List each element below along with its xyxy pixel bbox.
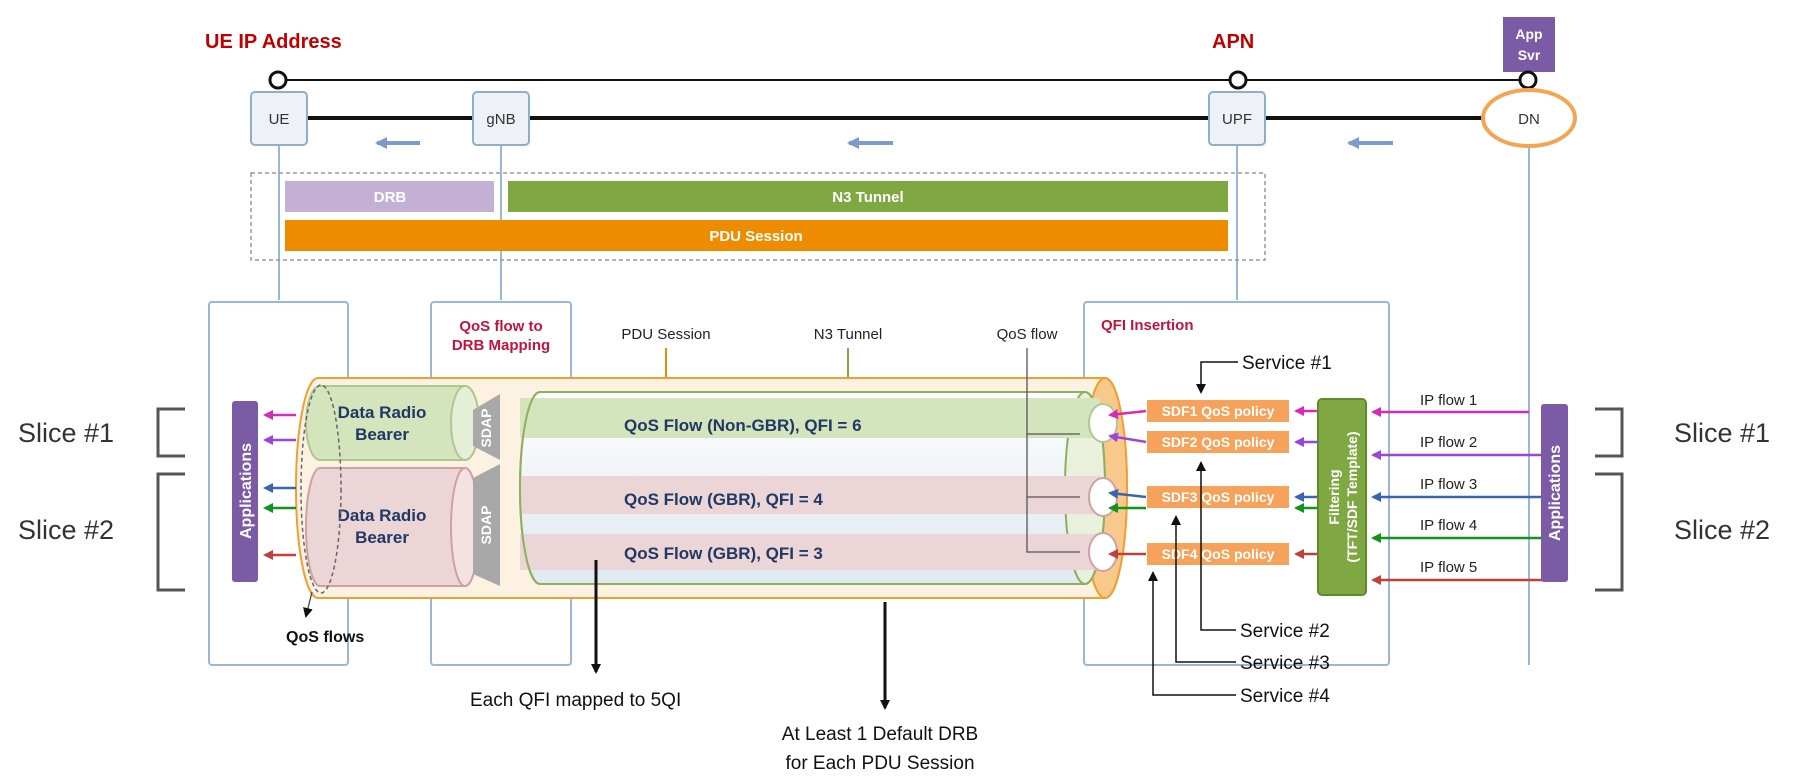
default-drb-note-1: At Least 1 Default DRB [782, 724, 978, 745]
qfi-mapping-note: Each QFI mapped to 5QI [470, 690, 681, 711]
qos-flow-band-1 [520, 398, 1100, 438]
slice-2-label-right: Slice #2 [1674, 515, 1770, 545]
n3-tunnel-bar-label: N3 Tunnel [832, 189, 903, 206]
gnb-node [472, 91, 530, 146]
slice-1-label-left: Slice #1 [18, 418, 114, 448]
app-server-endpoint [1518, 70, 1538, 90]
qos-flow-end-2 [1088, 477, 1118, 517]
service-3-label: Service #3 [1240, 653, 1330, 674]
applications-box-left [232, 401, 258, 582]
qos-flow-text-2: QoS Flow (GBR), QFI = 4 [624, 490, 823, 509]
session-bars-group [250, 172, 1266, 261]
ip-flow-5-label: IP flow 5 [1420, 559, 1477, 576]
applications-box-right [1541, 404, 1568, 582]
qos-flow-text-1: QoS Flow (Non-GBR), QFI = 6 [624, 416, 862, 435]
n3-tunnel-label: N3 Tunnel [814, 326, 882, 343]
qos-flow-band-3 [520, 534, 1100, 570]
default-drb-note-2: for Each PDU Session [785, 753, 974, 774]
service-1-label: Service #1 [1242, 353, 1332, 374]
qos-mapping-label-1: QoS flow to [459, 318, 542, 335]
pdu-session-bar-label: PDU Session [709, 228, 802, 245]
sdf3-policy-label: SDF3 QoS policy [1162, 489, 1275, 505]
filtering-box [1317, 398, 1367, 596]
dn-node [1481, 88, 1577, 148]
sdap-funnel-1 [473, 394, 500, 460]
ue-node-label: UE [269, 111, 290, 128]
slice-2-bracket-left [156, 472, 185, 592]
applications-label-right: Applications [1547, 445, 1564, 541]
n3-tunnel-bar [508, 181, 1228, 212]
sdf4-policy-box [1147, 543, 1289, 565]
service-4-pointer [1148, 571, 1236, 696]
sdf2-policy-label: SDF2 QoS policy [1162, 434, 1275, 450]
pdu-session-label: PDU Session [621, 326, 710, 343]
ip-flow-3-label: IP flow 3 [1420, 476, 1477, 493]
drb-bar [285, 181, 494, 212]
sdap-label-2: SDAP [478, 506, 494, 545]
app-server-box [1503, 17, 1555, 72]
upf-node [1208, 91, 1266, 146]
n3-tunnel-tube-start-edge [519, 391, 541, 585]
qos-flow-end-3 [1088, 532, 1118, 572]
ip-flow-1-label: IP flow 1 [1420, 392, 1477, 409]
ip-flow-2-label: IP flow 2 [1420, 434, 1477, 451]
ip-flow-4-label: IP flow 4 [1420, 517, 1477, 534]
sdf3-policy-box [1147, 486, 1289, 508]
qos-flows-label: QoS flows [286, 629, 364, 646]
app-server-label-2: Svr [1518, 47, 1541, 63]
slice-1-bracket-right [1595, 407, 1624, 458]
gnb-node-label: gNB [486, 111, 515, 128]
slice-1-bracket-left [156, 407, 185, 458]
filtering-label-1: Filtering [1326, 469, 1342, 524]
slice-2-label-left: Slice #2 [18, 515, 114, 545]
qos-flow-pointer-3 [1026, 497, 1080, 553]
sdap-funnel-2 [473, 464, 500, 586]
service-2-pointer [1196, 461, 1236, 631]
upf-node-label: UPF [1222, 111, 1252, 128]
qfi-insertion-label: QFI Insertion [1101, 317, 1194, 334]
ue-ip-address-label: UE IP Address [205, 31, 342, 53]
drb-bar-label: DRB [374, 189, 407, 206]
slice-2-bracket-right [1595, 472, 1624, 592]
applications-label-left: Applications [238, 443, 255, 539]
service-3-pointer [1171, 515, 1236, 663]
qos-mapping-label-2: DRB Mapping [452, 337, 550, 354]
sdf4-policy-label: SDF4 QoS policy [1162, 546, 1275, 562]
service-1-pointer [1196, 361, 1238, 394]
sdf2-arrow [1108, 432, 1147, 444]
drb-1-label-2: Bearer [355, 425, 409, 444]
service-2-label: Service #2 [1240, 621, 1330, 642]
apn-label: APN [1212, 31, 1254, 53]
drb-2-label-1: Data Radio [338, 506, 427, 525]
drb-1-label-1: Data Radio [338, 403, 427, 422]
ue-ip-endpoint [268, 70, 288, 90]
ue-node [250, 91, 308, 146]
filtering-label-2: (TFT/SDF Template) [1344, 431, 1360, 562]
qos-flows-pointer [303, 591, 313, 618]
sdf2-policy-box [1147, 431, 1289, 453]
slice-1-label-right: Slice #1 [1674, 418, 1770, 448]
pdu-session-bar [285, 220, 1228, 251]
apn-endpoint [1228, 70, 1248, 90]
qos-flow-label: QoS flow [997, 326, 1058, 343]
dn-node-label: DN [1518, 111, 1540, 128]
qos-flow-band-2 [520, 476, 1100, 514]
sdap-label-1: SDAP [478, 409, 494, 448]
sdf3-arrow-a [1108, 488, 1147, 499]
service-4-label: Service #4 [1240, 686, 1330, 707]
sdf1-policy-box [1147, 400, 1289, 422]
qos-flows-ellipse [300, 384, 342, 594]
drb-2-label-2: Bearer [355, 528, 409, 547]
app-server-label-1: App [1515, 26, 1542, 42]
sdf1-policy-label: SDF1 QoS policy [1162, 403, 1275, 419]
qos-flow-text-3: QoS Flow (GBR), QFI = 3 [624, 544, 823, 563]
sdf1-arrow [1108, 409, 1147, 420]
